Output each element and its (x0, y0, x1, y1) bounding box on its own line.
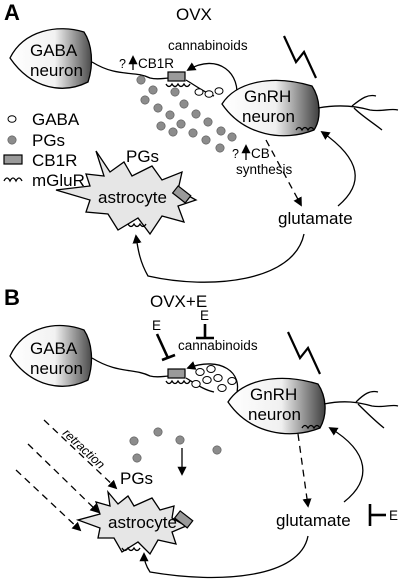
mglur-receptor-gnrh-b (301, 424, 321, 430)
cb-synthesis-label-a-2: synthesis (236, 162, 293, 177)
cb1r-label-a: CB1R (138, 56, 174, 71)
glutamate-dashed-arrow-b (297, 433, 312, 508)
retraction-label-b: retraction (60, 426, 108, 472)
gnrh-neuron-label-b-1: GnRH (250, 385, 297, 404)
cb1r-receptor-a (167, 71, 186, 82)
gnrh-axon-b (323, 401, 399, 408)
gaba-neuron-label-b-2: neuron (30, 359, 83, 378)
panel-a-title: OVX (176, 5, 212, 24)
cb1r-receptor-b (167, 368, 186, 379)
astrocyte-label-b: astrocyte (108, 513, 177, 532)
astrocyte-label-a: astrocyte (98, 188, 167, 207)
legend-mglur-label: mGluR (32, 171, 85, 190)
retraction-arrows-b (15, 419, 118, 532)
legend-pg-label: PGs (32, 131, 65, 150)
pg-dots-a (136, 75, 237, 153)
cannabinoids-label-b: cannabinoids (178, 338, 258, 353)
gnrh-dendrite-a-2 (353, 107, 383, 131)
astrocyte-b: astrocyte (75, 489, 194, 556)
gaba-vesicles-a (194, 87, 224, 98)
glutamate-label-a: glutamate (278, 209, 353, 228)
cannabinoids-label-a: cannabinoids (168, 38, 248, 53)
cb-synthesis-label-a-1: CB (251, 146, 270, 161)
gaba-neuron-label-a-1: GABA (30, 41, 78, 60)
astrocyte-a: astrocyte (55, 150, 198, 236)
pg-dots-b (129, 427, 222, 463)
gaba-neuron-label-b-1: GABA (30, 339, 78, 358)
pgs-label-b: PGs (120, 469, 153, 488)
gnrh-dendrite-a-1 (351, 94, 377, 107)
gnrh-neuron-label-a-2: neuron (242, 107, 295, 126)
gnrh-dendrite-b-1 (355, 390, 379, 403)
gaba-neuron-a: GABA neuron (9, 28, 171, 89)
legend-gaba-label: GABA (32, 110, 80, 129)
gnrh-neuron-b: GnRH neuron (227, 377, 399, 435)
legend-cb1r-icon (3, 154, 23, 165)
cannabinoid-arrow-b (186, 361, 239, 397)
legend-pg-icon (7, 135, 17, 145)
mglur-receptor-presyn-b (165, 379, 191, 385)
legend-cb1r-label: CB1R (32, 151, 77, 170)
gnrh-neuron-label-a-1: GnRH (244, 87, 291, 106)
cb1r-astro-b (173, 510, 194, 529)
gaba-axon-b (91, 357, 171, 378)
panel-b: B OVX+E GABA neuron E E cannabinoids GnR… (4, 285, 399, 579)
glutamate-to-gnrh-arrow-b (328, 427, 364, 503)
e-glutamate-label-b: E (389, 508, 398, 523)
gaba-axon-a (91, 61, 171, 80)
gaba-neuron-b: GABA neuron (9, 324, 171, 387)
gnrh-dendrite-b-2 (357, 403, 385, 429)
panel-a-letter: A (4, 0, 20, 25)
cb-question-a: ? (232, 147, 239, 161)
glutamate-to-astrocyte-arrow-a (132, 233, 305, 283)
glutamate-dashed-arrow-a (265, 139, 302, 207)
glutamate-label-b: glutamate (276, 511, 351, 530)
pgs-label-a: PGs (126, 147, 159, 166)
panel-a: A OVX GABA neuron ? CB1R cannabinoids Gn… (3, 0, 399, 283)
glutamate-to-astrocyte-arrow-b (139, 535, 309, 579)
gaba-terminal-b (185, 377, 215, 393)
e-left-inhibit-line-b (155, 333, 170, 359)
gaba-neuron-label-a-2: neuron (30, 61, 83, 80)
legend-a: GABA PGs CB1R mGluR (3, 110, 85, 190)
mglur-astro-b (121, 546, 141, 552)
gnrh-neuron-a: GnRH neuron (221, 79, 399, 137)
mglur-receptor-presyn-a (165, 82, 191, 88)
mglur-astro-a (127, 222, 147, 228)
mglur-receptor-gnrh-a (295, 126, 315, 132)
cb1r-question-a: ? (119, 57, 126, 71)
gaba-vesicles-b (191, 365, 237, 392)
e-right-label-b: E (200, 308, 209, 323)
lightning-bolt-b (287, 331, 321, 375)
cb1r-astro-a (171, 185, 192, 204)
gnrh-neuron-label-b-2: neuron (248, 405, 301, 424)
lightning-bolt-a (283, 35, 317, 79)
legend-gaba-icon (7, 115, 17, 123)
legend-mglur-icon (3, 177, 23, 183)
gnrh-axon-a (317, 105, 399, 112)
panel-b-letter: B (4, 285, 20, 310)
glutamate-to-gnrh-arrow-a (320, 130, 356, 207)
e-left-inhibit-bar-b (161, 353, 176, 362)
e-left-label-b: E (152, 318, 161, 333)
panel-b-title: OVX+E (150, 292, 207, 311)
